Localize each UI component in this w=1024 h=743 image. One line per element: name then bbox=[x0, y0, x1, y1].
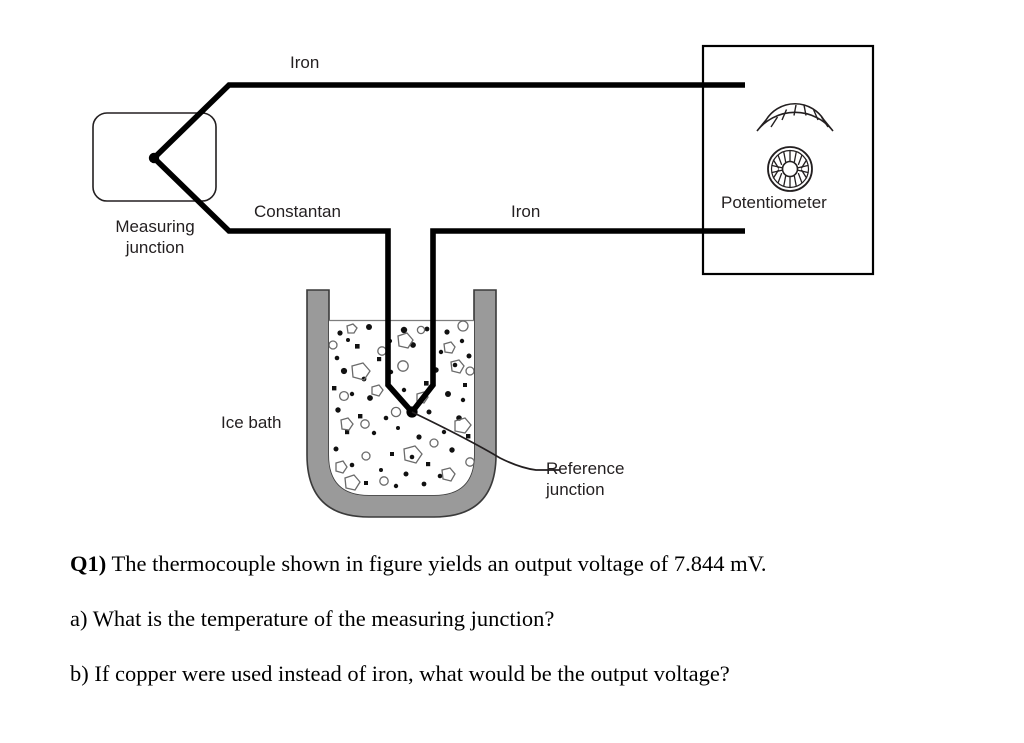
question-stem-text: The thermocouple shown in figure yields … bbox=[106, 551, 767, 576]
thermocouple-figure: Iron Constantan Iron Potentiometer Ice b… bbox=[92, 44, 875, 518]
label-constantan: Constantan bbox=[254, 202, 341, 221]
potentiometer-box bbox=[701, 44, 875, 276]
measuring-junction-dot bbox=[148, 152, 160, 164]
ice-crystal-outlines bbox=[329, 320, 474, 491]
thermocouple-diagram-svg bbox=[92, 44, 875, 518]
label-potentiometer: Potentiometer bbox=[721, 193, 827, 212]
question-tag: Q1) bbox=[70, 551, 107, 576]
question-stem: Q1) The thermocouple shown in figure yie… bbox=[70, 550, 970, 579]
question-part-a: a) What is the temperature of the measur… bbox=[70, 605, 555, 631]
label-ice-bath: Ice bath bbox=[221, 413, 282, 432]
thermocouple-wires bbox=[152, 82, 745, 414]
label-reference-junction: Reference junction bbox=[546, 459, 625, 500]
arc-scale-icon bbox=[756, 103, 834, 132]
label-iron-middle: Iron bbox=[511, 202, 541, 221]
label-iron-top: Iron bbox=[290, 53, 320, 72]
wire-iron-reference bbox=[409, 228, 745, 414]
label-measuring-junction: Measuring junction bbox=[115, 217, 195, 258]
question-block: Q1) The thermocouple shown in figure yie… bbox=[70, 550, 970, 688]
knurled-knob-icon bbox=[767, 146, 813, 192]
ice-bath-contents bbox=[329, 319, 474, 495]
bath-fill bbox=[329, 320, 474, 495]
wire-constantan bbox=[152, 155, 415, 414]
reference-junction-leader bbox=[411, 411, 560, 471]
wire-iron-top bbox=[152, 82, 745, 161]
question-part-b: b) If copper were used instead of iron, … bbox=[70, 660, 730, 686]
ice-chunks bbox=[329, 320, 474, 491]
